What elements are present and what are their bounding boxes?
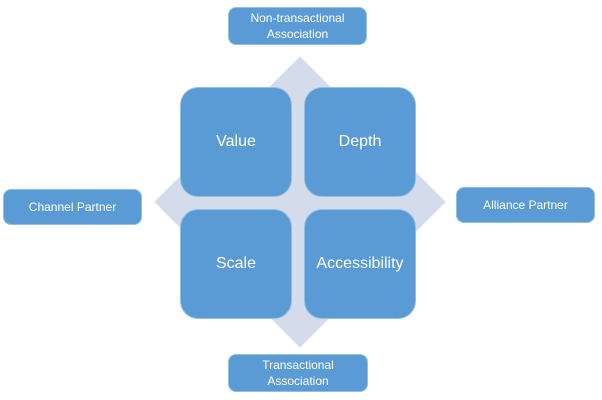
quadrant-depth-label: Depth [338, 133, 382, 150]
quadrant-scale-label: Scale [215, 255, 257, 272]
quadrant-value: Value [180, 87, 292, 197]
axis-label-left-text: Channel Partner [28, 199, 117, 214]
quadrant-accessibility-label: Accessibility [316, 255, 404, 272]
quadrant-accessibility: Accessibility [304, 209, 416, 319]
axis-label-right: Alliance Partner [456, 187, 595, 223]
quadrant-scale: Scale [180, 209, 292, 319]
axis-label-bottom: Transactional Association [228, 354, 368, 392]
axis-label-top-line2: Association [266, 27, 329, 41]
axis-label-bottom-line2: Association [267, 374, 329, 388]
quadrant-value-label: Value [216, 133, 256, 150]
quadrant-depth: Depth [304, 87, 416, 197]
axis-label-left: Channel Partner [3, 189, 142, 225]
axis-label-top-line1: Non-transactional [250, 10, 345, 25]
axis-label-bottom-line1: Transactional [262, 357, 334, 372]
axis-label-right-text: Alliance Partner [483, 197, 568, 212]
axis-label-top: Non-transactional Association [228, 7, 367, 45]
